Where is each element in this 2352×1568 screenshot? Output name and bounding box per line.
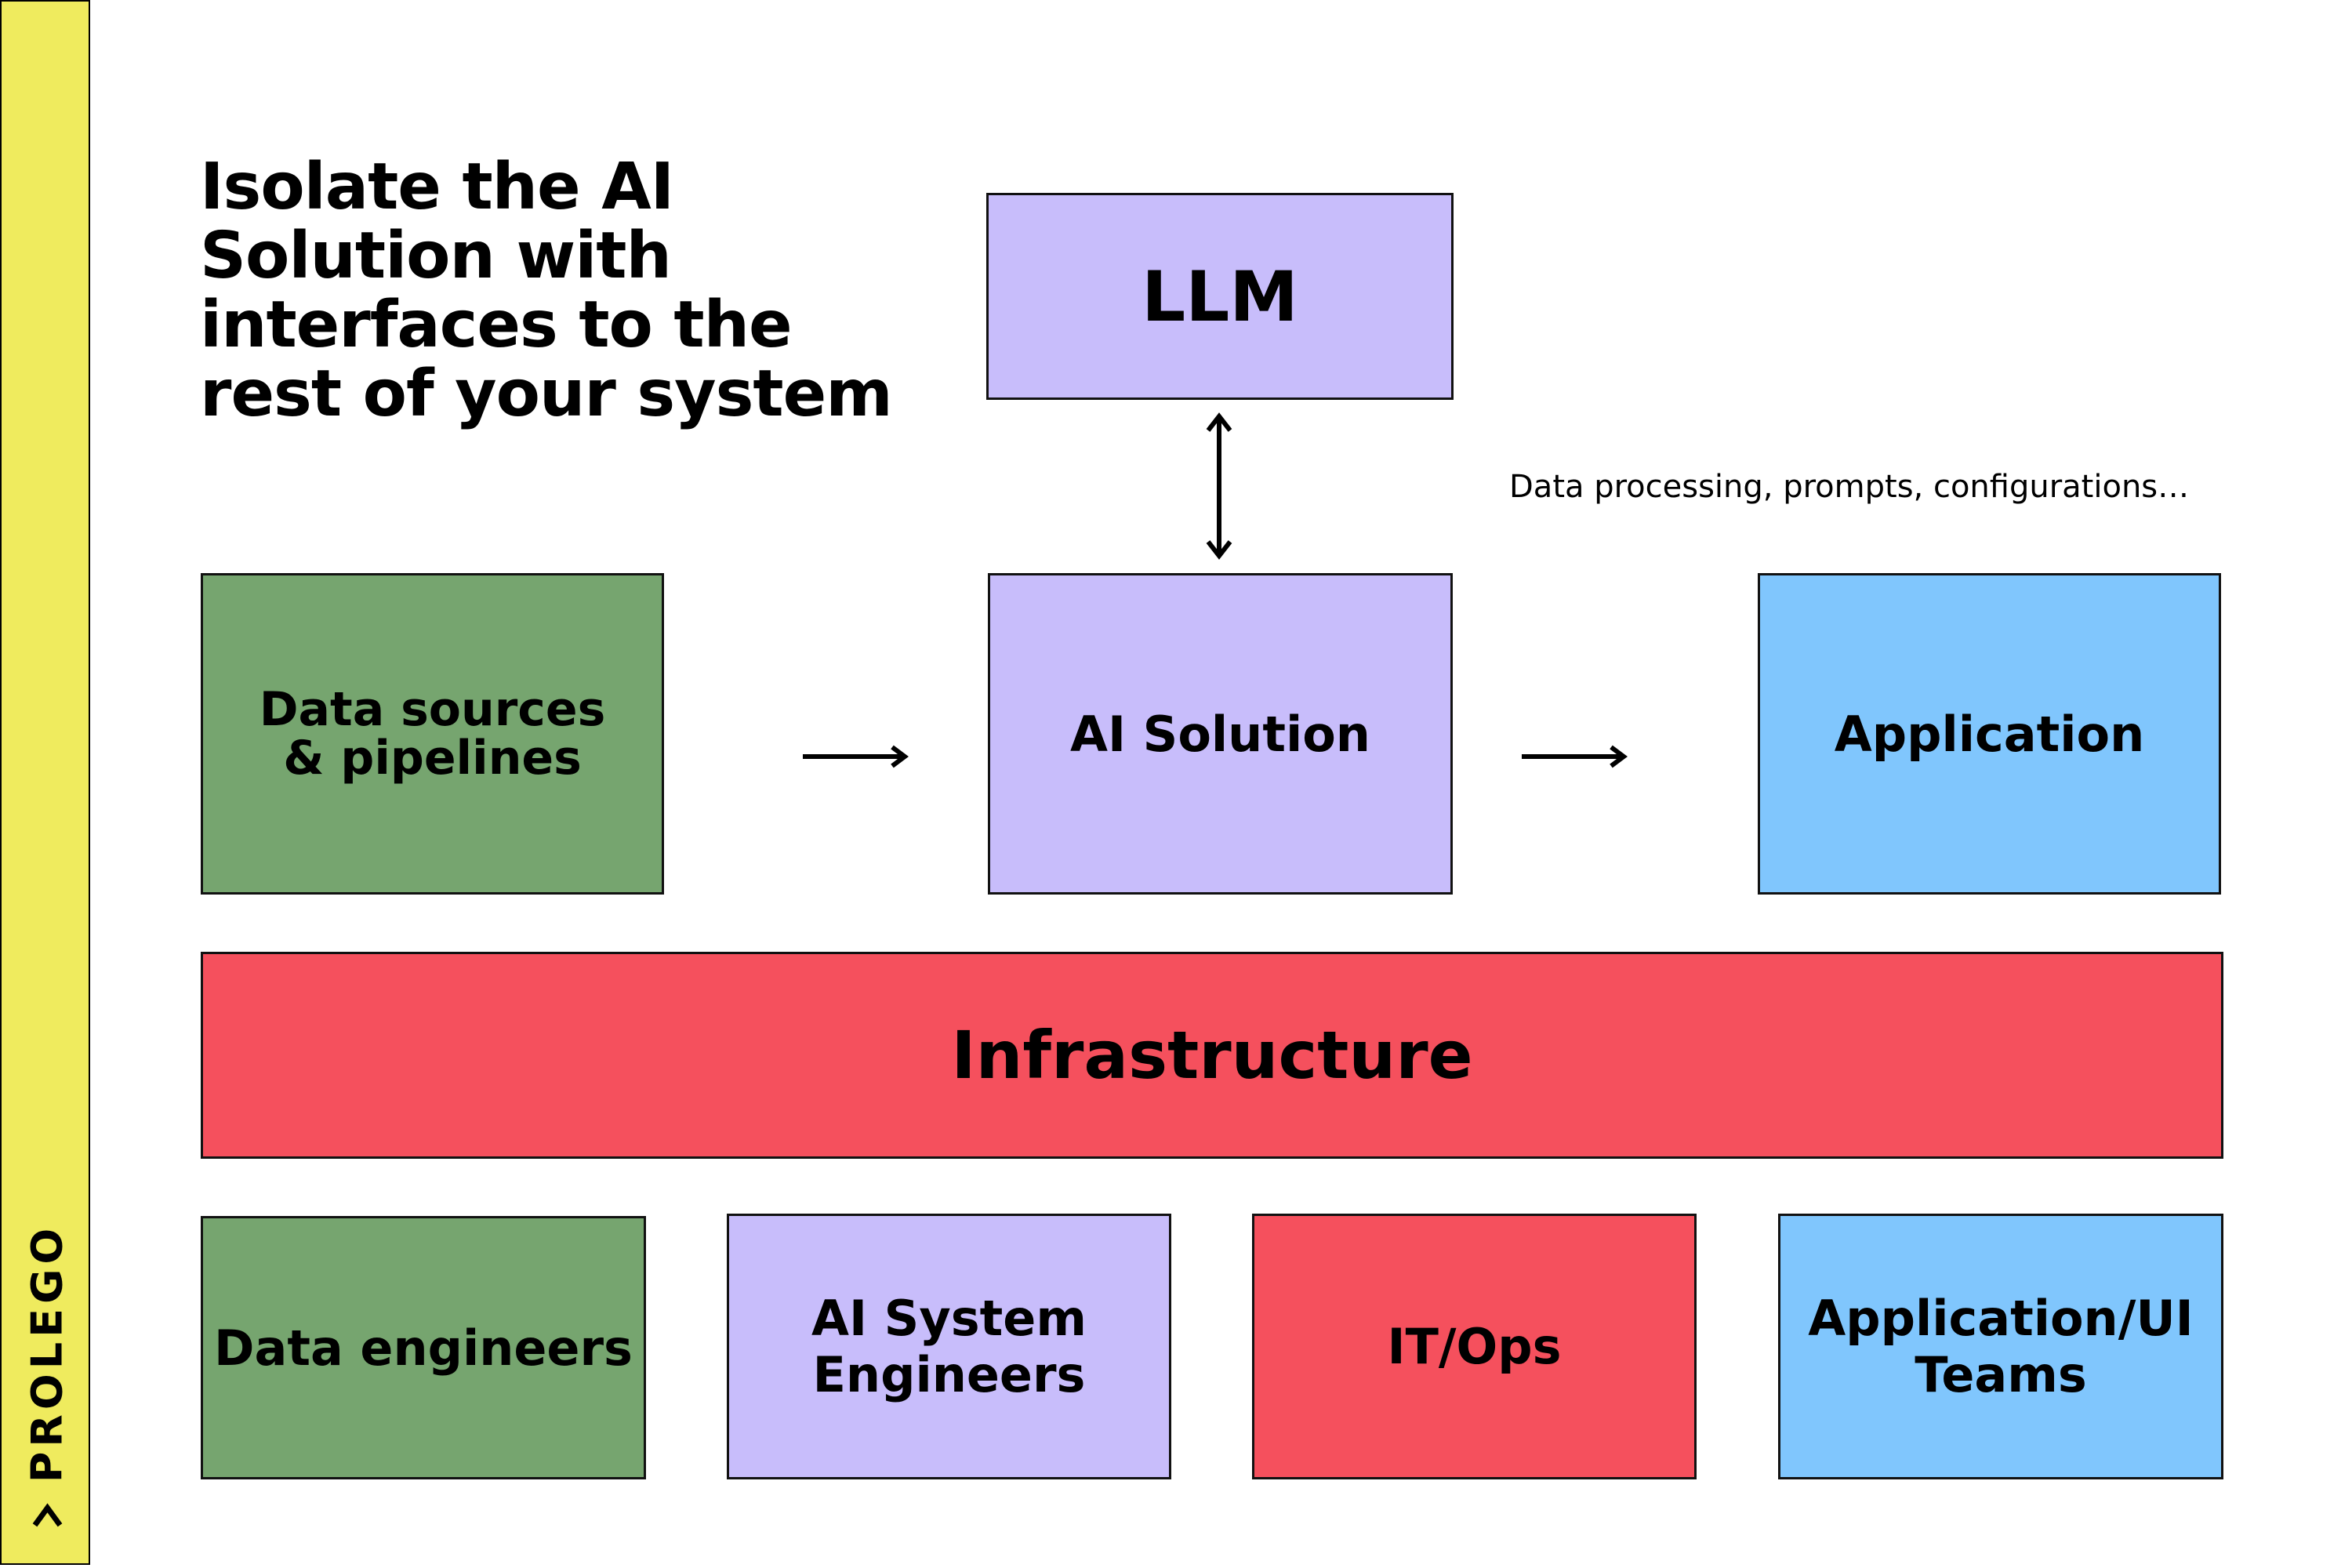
team-data-engineers-label: Data engineers xyxy=(214,1319,633,1377)
team-ai-system-engineers: AI System Engineers xyxy=(727,1214,1171,1479)
team-it-ops-label: IT/Ops xyxy=(1387,1318,1562,1375)
page-title: Isolate the AI Solution with interfaces … xyxy=(200,150,893,431)
team-application-ui-label: Application/UI Teams xyxy=(1808,1289,2194,1403)
data-sources-box: Data sources & pipelines xyxy=(201,573,664,895)
ai-solution-box: AI Solution xyxy=(988,573,1453,895)
infrastructure-box: Infrastructure xyxy=(201,952,2223,1159)
team-application-ui: Application/UI Teams xyxy=(1778,1214,2223,1479)
llm-label: LLM xyxy=(1142,256,1298,337)
application-box: Application xyxy=(1758,573,2221,895)
ai-solution-label: AI Solution xyxy=(1070,705,1370,763)
application-label: Application xyxy=(1834,705,2145,763)
ai-solution-note: Data processing, prompts, configurations… xyxy=(1509,469,2190,505)
team-data-engineers: Data engineers xyxy=(201,1216,646,1479)
team-it-ops: IT/Ops xyxy=(1252,1214,1697,1479)
arrow-right-icon xyxy=(803,745,909,768)
data-sources-label: Data sources & pipelines xyxy=(259,682,606,786)
team-ai-system-engineers-label: AI System Engineers xyxy=(811,1289,1087,1403)
llm-box: LLM xyxy=(986,193,1454,400)
prolego-chevron-icon xyxy=(32,1503,62,1527)
brand-name: PROLEGO xyxy=(22,1223,72,1483)
bidirectional-arrow-icon xyxy=(1206,412,1232,560)
arrow-right-icon xyxy=(1522,745,1628,768)
infrastructure-label: Infrastructure xyxy=(951,1017,1473,1094)
brand-sidebar: PROLEGO xyxy=(0,0,90,1565)
